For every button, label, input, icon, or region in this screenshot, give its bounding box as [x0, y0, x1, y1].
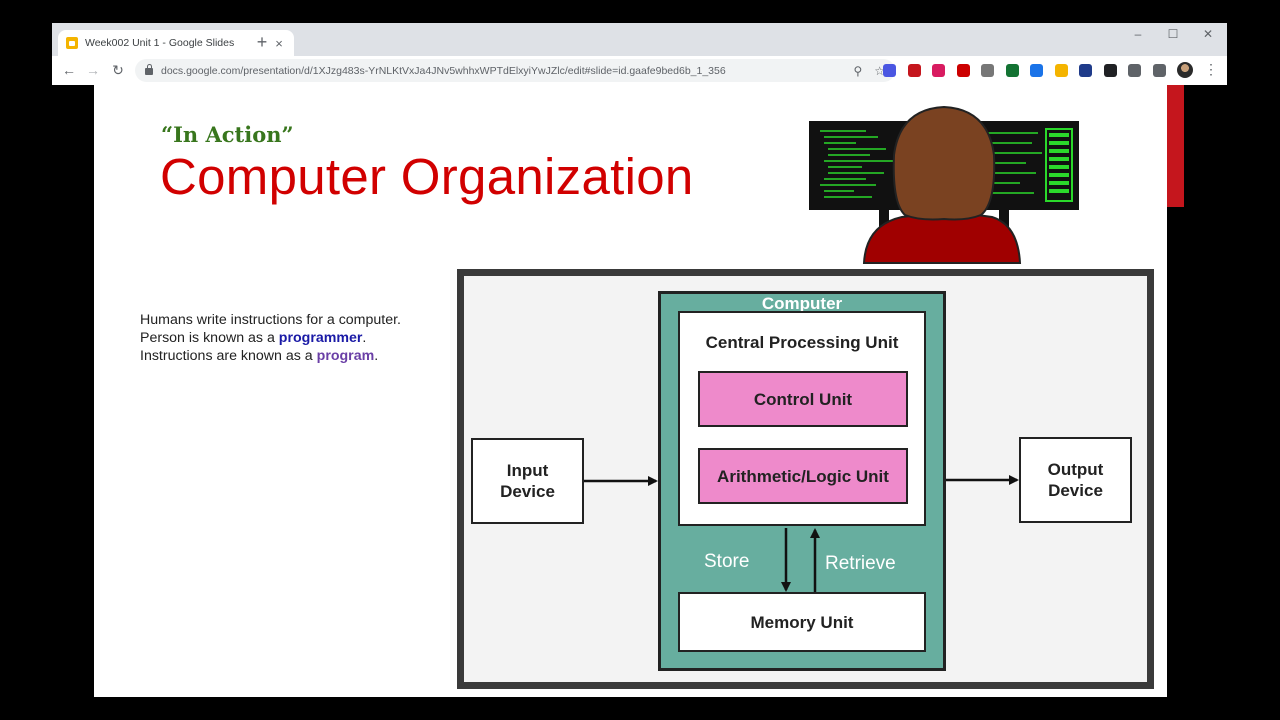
- tab-close-icon[interactable]: ×: [272, 36, 286, 51]
- tab-strip: Week002 Unit 1 - Google Slides × + – ☐ ✕: [52, 23, 1227, 56]
- slide-subtitle: “In Action”: [161, 122, 294, 147]
- extension-icon[interactable]: [1128, 64, 1141, 77]
- extension-icon[interactable]: [1153, 64, 1166, 77]
- extension-icon[interactable]: [908, 64, 921, 77]
- extension-icon[interactable]: [932, 64, 945, 77]
- body-line-2-text: Person is known as a: [140, 330, 279, 346]
- person-shoulders: [864, 214, 1020, 263]
- body-line-3: Instructions are known as a program.: [140, 347, 401, 365]
- extension-icon[interactable]: [1104, 64, 1117, 77]
- body-line-2: Person is known as a programmer.: [140, 329, 401, 347]
- extension-icon[interactable]: [1006, 64, 1019, 77]
- slide-title: Computer Organization: [160, 147, 694, 206]
- lock-icon: [145, 68, 153, 75]
- slide-canvas: “In Action” Computer Organization Humans…: [94, 85, 1167, 697]
- keyword-program: program: [317, 348, 375, 364]
- url-text[interactable]: docs.google.com/presentation/d/1XJzg483s…: [161, 65, 841, 77]
- reload-button[interactable]: ↻: [109, 61, 127, 79]
- keyword-programmer: programmer: [279, 330, 363, 346]
- forward-button[interactable]: →: [84, 61, 102, 79]
- new-tab-button[interactable]: +: [252, 33, 272, 51]
- browser-window: Week002 Unit 1 - Google Slides × + – ☐ ✕…: [52, 23, 1227, 85]
- diagram-arrows: [464, 276, 1147, 682]
- browser-toolbar: ← → ↻ docs.google.com/presentation/d/1XJ…: [52, 56, 1227, 85]
- body-line-1: Humans write instructions for a computer…: [140, 311, 401, 329]
- extension-icon[interactable]: [883, 64, 896, 77]
- body-line-3-text: Instructions are known as a: [140, 348, 317, 364]
- extension-icon[interactable]: [1079, 64, 1092, 77]
- person-hair: [894, 107, 995, 220]
- profile-avatar[interactable]: [1177, 62, 1193, 78]
- zoom-icon[interactable]: ⚲: [853, 64, 862, 78]
- slide-body-text: Humans write instructions for a computer…: [140, 311, 401, 365]
- minimize-button[interactable]: –: [1128, 27, 1148, 41]
- programmer-illustration: [806, 103, 1081, 265]
- close-window-button[interactable]: ✕: [1198, 27, 1218, 41]
- google-slides-icon: [66, 37, 78, 49]
- address-bar[interactable]: docs.google.com/presentation/d/1XJzg483s…: [135, 59, 895, 82]
- browser-menu-icon[interactable]: ⋮: [1204, 61, 1216, 78]
- extension-icon[interactable]: [981, 64, 994, 77]
- body-line-2-end: .: [362, 330, 366, 346]
- back-button[interactable]: ←: [60, 61, 78, 79]
- maximize-button[interactable]: ☐: [1163, 27, 1183, 41]
- extension-icon[interactable]: [1055, 64, 1068, 77]
- body-line-3-end: .: [374, 348, 378, 364]
- slide-panel-edge: [1167, 85, 1184, 207]
- extension-icon[interactable]: [957, 64, 970, 77]
- extension-icon[interactable]: [1030, 64, 1043, 77]
- tab-title: Week002 Unit 1 - Google Slides: [85, 37, 272, 49]
